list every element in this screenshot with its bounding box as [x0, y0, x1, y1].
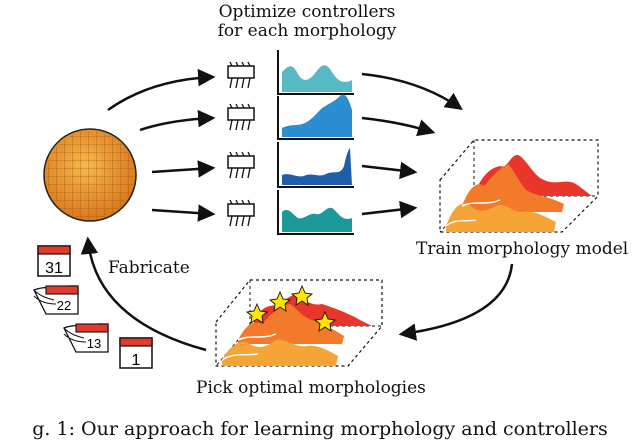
arrow-to-model-4: [361, 200, 418, 219]
calendar-icon-peel-2: 13: [63, 323, 109, 353]
optimize-label-line1: Optimize controllers: [218, 2, 396, 22]
arrow-fabricate: [80, 236, 207, 352]
calendar-icon-bottom: 1: [119, 337, 153, 369]
wafer-icon: [43, 128, 137, 222]
star-icon-1: [245, 302, 269, 324]
arrow-to-model-3: [361, 161, 418, 180]
figure-caption: g. 1: Our approach for learning morpholo…: [32, 418, 608, 440]
calendar-day-label: 1: [132, 352, 141, 369]
arrow-to-controller-4: [151, 204, 216, 222]
arrow-to-controller-3: [151, 160, 216, 178]
train-model-label: Train morphology model: [416, 239, 629, 259]
performance-plot-1: [277, 50, 354, 95]
performance-plot-2: [277, 94, 354, 140]
chip-icon-1: [227, 61, 255, 89]
chip-icon-4: [227, 199, 255, 227]
calendar-icon-top: 31: [37, 245, 71, 277]
arrow-model-to-pick: [398, 263, 514, 341]
chip-icon-3: [227, 151, 255, 179]
performance-plot-4: [277, 190, 354, 235]
arrow-to-controller-1: [107, 68, 216, 112]
calendar-day-label: 31: [45, 260, 63, 277]
calendar-day-label: 22: [57, 298, 71, 313]
calendar-day-label: 13: [87, 336, 101, 351]
morphology-model-surface: [439, 139, 599, 233]
arrow-to-controller-2: [139, 109, 216, 132]
diagram-canvas: 31 22 13 1: [33, 50, 599, 369]
fabricate-label: Fabricate: [108, 258, 190, 278]
optimize-label-line2: for each morphology: [217, 21, 397, 41]
star-icon-3: [290, 284, 314, 306]
arrow-to-model-2: [361, 116, 436, 137]
pick-morphologies-label: Pick optimal morphologies: [196, 378, 426, 398]
calendar-icon-peel-1: 22: [33, 285, 79, 315]
performance-plot-3: [277, 142, 354, 188]
chip-icon-2: [227, 103, 255, 131]
star-icon-4: [313, 310, 337, 332]
arrow-to-model-1: [361, 72, 463, 111]
star-icon-2: [268, 290, 292, 312]
